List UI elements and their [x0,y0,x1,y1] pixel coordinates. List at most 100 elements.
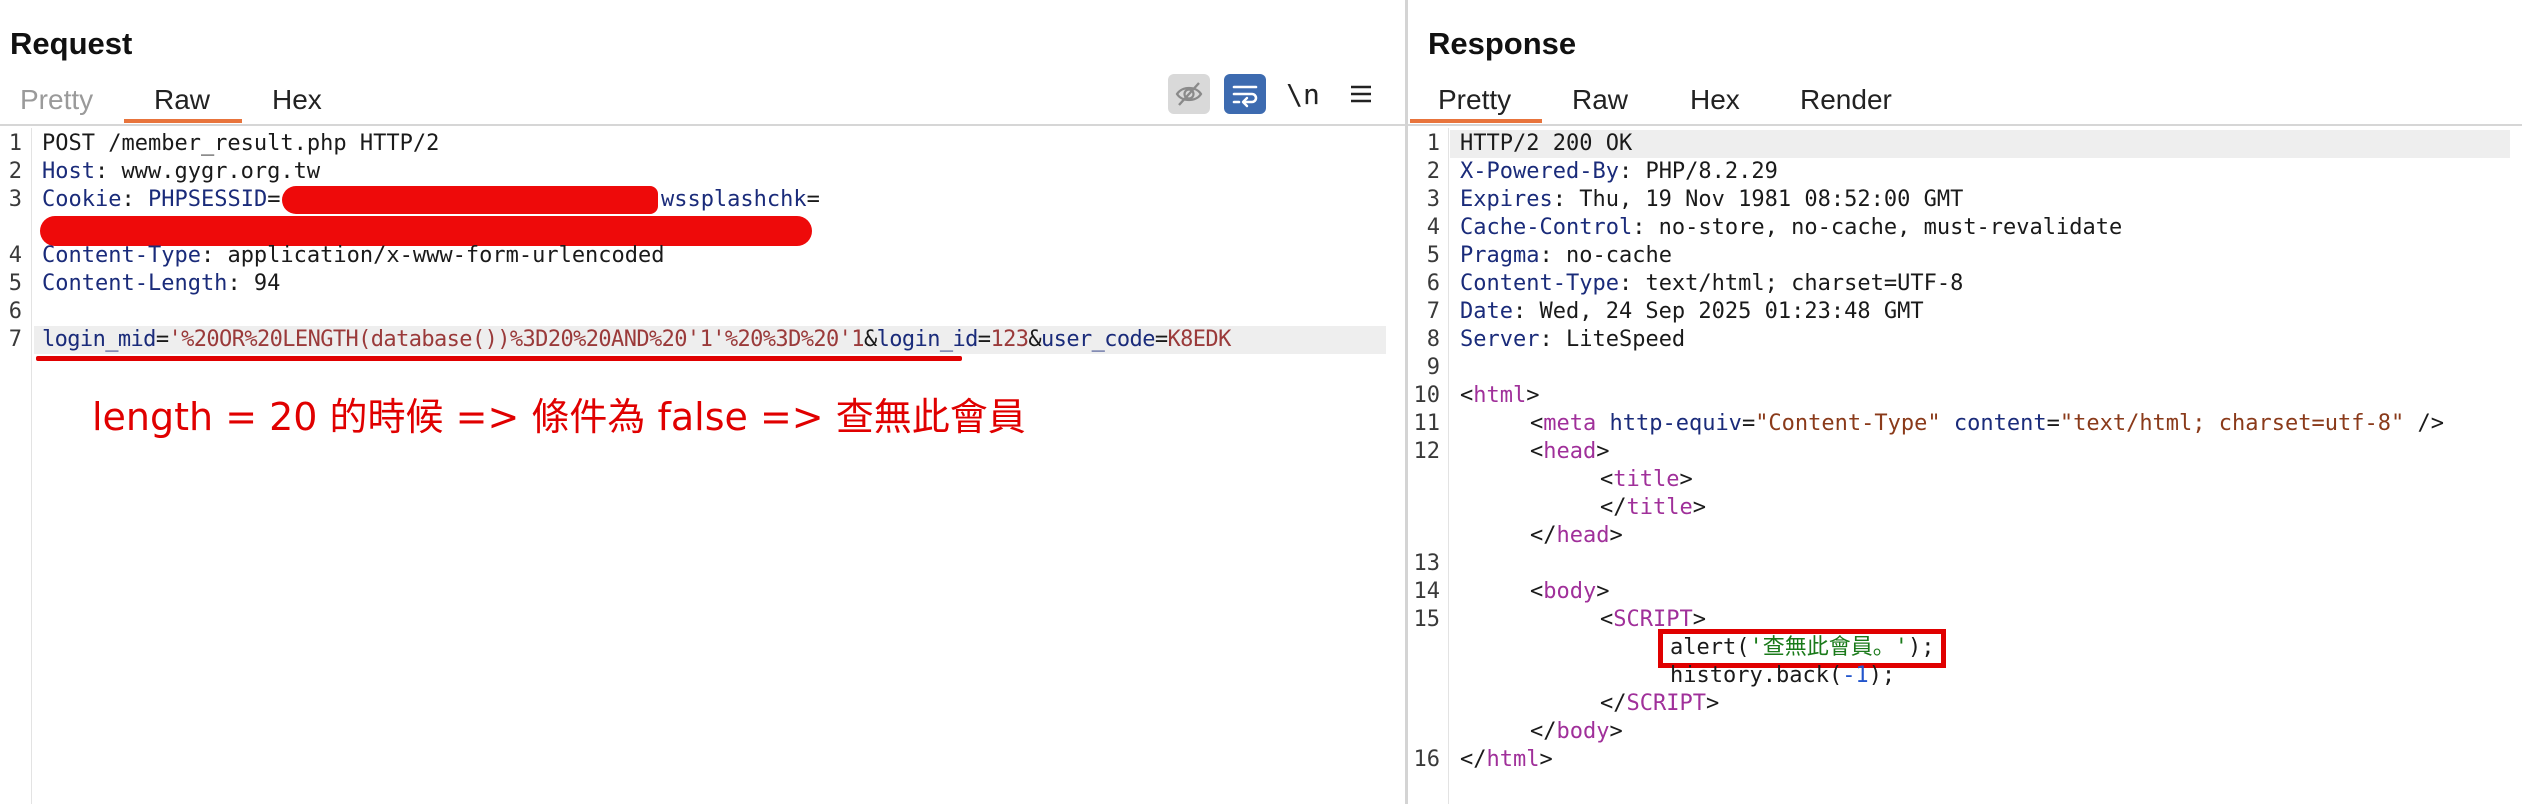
header-key: Date [1460,299,1513,324]
line-number: 14 [1413,579,1441,604]
tag-bracket: > [1679,467,1693,492]
request-line: POST /member_result.php HTTP/2 [42,131,440,156]
eye-off-icon[interactable] [1168,74,1210,114]
header-key: Content-Type [42,243,201,268]
tag-bracket: </ [1460,747,1487,772]
line-number: 2 [8,159,22,184]
request-tabs: Pretty Raw Hex [0,76,1406,124]
request-line: Content-Length: 94 [42,270,280,298]
response-tabs: Pretty Raw Hex Render [1408,76,2522,124]
annotation-note: length = 20 的時候 => 條件為 false => 查無此會員 [92,395,1026,439]
current-line-highlight [34,326,1386,354]
cookie-name: wssplashchk [660,187,807,212]
attr-eq: = [1741,411,1756,436]
js-string: '查無此會員。' [1749,635,1908,660]
response-line: Content-Type: text/html; charset=UTF-8 [1460,270,1963,298]
request-tab-hex[interactable]: Hex [272,84,322,115]
js-punct: ); [1868,663,1896,688]
cookie-name: PHPSESSID [147,187,268,212]
tag-bracket: > [1609,719,1623,744]
js-function: history.back( [1670,663,1843,688]
param-key: user_code [1041,327,1155,352]
response-line: Cache-Control: no-store, no-cache, must-… [1460,214,2122,242]
header-value: : www.gygr.org.tw [94,159,321,184]
html-tag: </html> [1460,746,1553,774]
header-key: Host [42,159,95,184]
line-number: 15 [1413,607,1441,632]
tag-name: html [1473,383,1527,408]
line-number: 6 [1426,271,1440,296]
tag-name: title [1626,495,1693,520]
request-line: Cookie: PHPSESSID=; wssplashchk= [42,186,820,214]
param-eq: = [155,327,169,352]
newline-toggle-button[interactable]: \n [1282,74,1324,114]
tag-name: SCRIPT [1626,691,1706,716]
js-punct: ); [1907,635,1935,660]
request-line: Content-Type: application/x-www-form-url… [42,242,665,270]
param-value: 123 [990,327,1029,352]
header-key: Pragma [1460,243,1540,268]
request-title: Request [10,26,133,61]
attr-name: http-equiv [1596,411,1742,436]
response-tab-hex[interactable]: Hex [1690,84,1740,115]
response-tab-render[interactable]: Render [1800,84,1892,115]
line-number: 3 [1426,187,1440,212]
line-number: 7 [8,327,22,352]
tag-name: head [1556,523,1610,548]
tag-bracket: < [1460,383,1474,408]
response-line: Pragma: no-cache [1460,242,1672,270]
request-tab-pretty[interactable]: Pretty [20,84,94,115]
wrap-lines-icon[interactable] [1224,74,1266,114]
header-value: : Thu, 19 Nov 1981 08:52:00 GMT [1552,187,1964,212]
html-tag: </SCRIPT> [1600,690,1719,718]
response-tab-pretty[interactable]: Pretty [1438,84,1512,115]
line-number: 3 [8,187,22,212]
line-number: 9 [1426,355,1440,380]
line-number: 10 [1413,383,1441,408]
request-tab-raw[interactable]: Raw [154,84,211,115]
tag-bracket: < [1600,607,1614,632]
response-tab-raw[interactable]: Raw [1572,84,1629,115]
hamburger-menu-icon[interactable] [1340,74,1382,114]
tag-bracket: > [1539,747,1553,772]
param-key: login_id [876,327,979,352]
history-back-call: history.back(-1); [1670,662,1895,690]
tag-bracket: > [1705,691,1720,716]
tag-bracket: </ [1600,495,1627,520]
line-number: 5 [1426,243,1440,268]
header-value: : no-store, no-cache, must-revalidate [1632,215,2123,240]
response-editor[interactable]: 1 HTTP/2 200 OK 2 X-Powered-By: PHP/8.2.… [1408,128,2522,804]
response-line: Expires: Thu, 19 Nov 1981 08:52:00 GMT [1460,186,1963,214]
header-key: Cache-Control [1460,215,1633,240]
header-value: : Wed, 24 Sep 2025 01:23:48 GMT [1512,299,1924,324]
pane-divider[interactable] [1405,0,1408,804]
tag-bracket: > [1692,607,1706,632]
header-sep: : [121,187,148,212]
html-tag: <meta http-equiv="Content-Type" content=… [1530,410,2444,438]
param-value: K8EDK [1167,327,1232,352]
html-tag: </body> [1530,718,1623,746]
response-tabs-divider [1408,124,2522,126]
response-line: Server: LiteSpeed [1460,326,1685,354]
tag-name: meta [1543,411,1597,436]
cookie-eq: = [806,187,820,212]
html-tag: <SCRIPT> [1600,606,1706,634]
redaction-mark [282,186,658,214]
tag-name: body [1556,719,1610,744]
line-number: 13 [1413,551,1441,576]
param-amp: & [863,327,877,352]
html-tag: <body> [1530,578,1609,606]
tag-name: head [1543,439,1597,464]
line-number: 8 [1426,327,1440,352]
attr-value: "text/html; charset=utf-8" [2059,411,2405,436]
request-gutter-divider [31,128,32,804]
current-line-highlight [1450,130,2510,158]
html-tag: <html> [1460,382,1539,410]
header-value: : text/html; charset=UTF-8 [1618,271,1964,296]
tag-bracket: </ [1530,719,1557,744]
request-editor[interactable]: 1 POST /member_result.php HTTP/2 2 Host:… [0,128,1406,804]
header-value: : application/x-www-form-urlencoded [200,243,665,268]
response-pane: Response Pretty Raw Hex Render 1 HTTP/2 … [1408,0,2522,804]
tag-bracket: </ [1600,691,1627,716]
line-number: 1 [8,131,22,156]
